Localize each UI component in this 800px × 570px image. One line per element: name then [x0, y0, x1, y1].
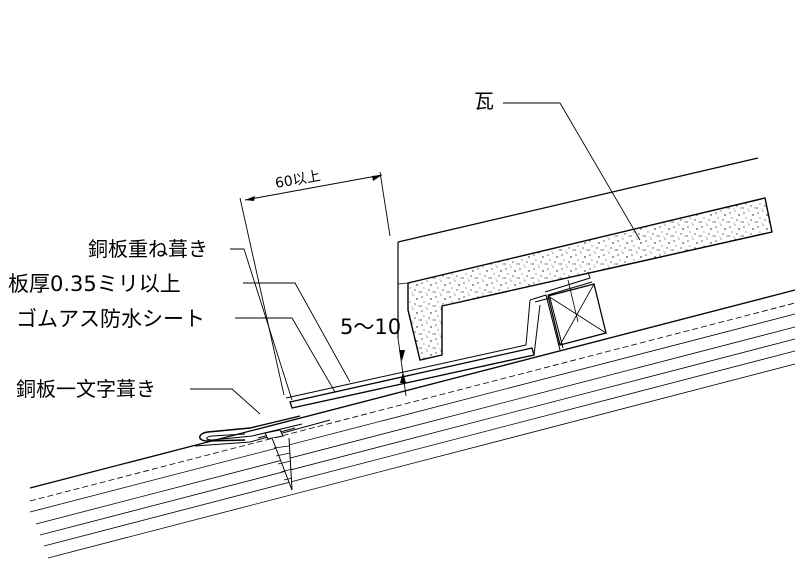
roof-tile [397, 157, 773, 361]
copper-overlap-label: 銅板重ね葺き [88, 237, 208, 261]
leader-lines [190, 102, 641, 415]
copper-flat-label: 銅板一文字葺き [16, 377, 156, 401]
overlap-dimension: 60以上 [239, 168, 391, 396]
overlap-dimension-label: 60以上 [274, 168, 322, 192]
copper-flat-seam [194, 415, 331, 447]
tile-label: 瓦 [474, 89, 494, 113]
gap-dimension-label: 5～10 [340, 315, 401, 339]
thickness-label: 板厚0.35ミリ以上 [8, 272, 181, 296]
copper-overlap-sheets [285, 299, 541, 409]
tile-batten [529, 271, 607, 351]
rubber-sheet-label: ゴムアス防水シート [16, 307, 205, 331]
roof-base-layers [29, 289, 796, 559]
nail-icon [264, 429, 293, 491]
gap-dimension: 5～10 [340, 315, 407, 397]
